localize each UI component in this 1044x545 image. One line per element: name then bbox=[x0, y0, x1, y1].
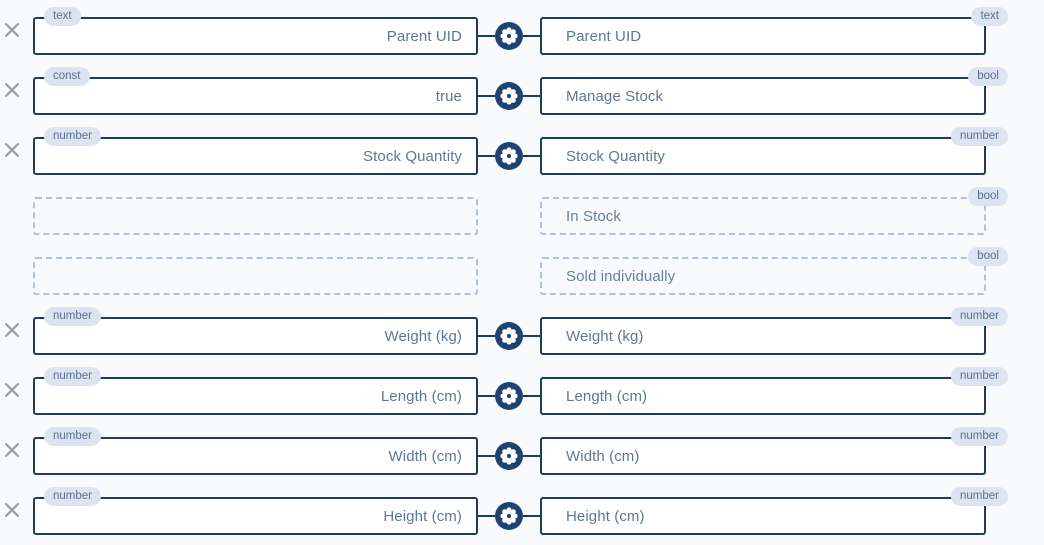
source-field-label: Weight (kg) bbox=[384, 327, 462, 345]
target-type-badge: bool bbox=[968, 247, 1008, 266]
source-type-badge: const bbox=[44, 67, 90, 86]
target-type-badge: number bbox=[951, 307, 1008, 326]
mapping-row: Sold individually bool bbox=[0, 240, 1044, 300]
target-field-box: In Stock bbox=[540, 197, 986, 235]
connector-line-right bbox=[523, 95, 540, 97]
source-field-box[interactable]: Stock Quantity bbox=[33, 137, 478, 175]
source-field-box[interactable]: Weight (kg) bbox=[33, 317, 478, 355]
target-field-label: Parent UID bbox=[566, 27, 642, 45]
target-field-label: In Stock bbox=[566, 207, 621, 225]
source-type-badge: number bbox=[44, 487, 101, 506]
target-field-box[interactable]: Length (cm) bbox=[540, 377, 986, 415]
close-icon[interactable] bbox=[0, 138, 24, 162]
source-type-badge: number bbox=[44, 367, 101, 386]
source-field-box[interactable]: Parent UID bbox=[33, 17, 478, 55]
mapping-row: In Stock bool bbox=[0, 180, 1044, 240]
connector-line-left bbox=[478, 455, 495, 457]
target-type-badge: bool bbox=[968, 187, 1008, 206]
source-type-badge: number bbox=[44, 127, 101, 146]
gear-icon[interactable] bbox=[495, 502, 523, 530]
source-field-label: true bbox=[435, 87, 462, 105]
gear-icon[interactable] bbox=[495, 22, 523, 50]
source-field-label: Stock Quantity bbox=[363, 147, 462, 165]
close-icon[interactable] bbox=[0, 318, 24, 342]
target-field-label: Sold individually bbox=[566, 267, 676, 285]
connector-line-left bbox=[478, 155, 495, 157]
source-field-label: Height (cm) bbox=[383, 507, 462, 525]
mapping-connector bbox=[478, 497, 540, 535]
connector-line-left bbox=[478, 35, 495, 37]
source-field-label: Length (cm) bbox=[380, 387, 462, 405]
gear-icon[interactable] bbox=[495, 82, 523, 110]
target-field-box[interactable]: Width (cm) bbox=[540, 437, 986, 475]
source-field-label: Parent UID bbox=[386, 27, 462, 45]
target-type-badge: number bbox=[951, 367, 1008, 386]
target-field-box[interactable]: Parent UID bbox=[540, 17, 986, 55]
source-type-badge: number bbox=[44, 427, 101, 446]
mapping-connector bbox=[478, 77, 540, 115]
target-type-badge: number bbox=[951, 127, 1008, 146]
target-field-box[interactable]: Weight (kg) bbox=[540, 317, 986, 355]
gear-icon[interactable] bbox=[495, 322, 523, 350]
target-field-label: Width (cm) bbox=[566, 447, 640, 465]
mapping-connector bbox=[478, 17, 540, 55]
gear-icon[interactable] bbox=[495, 142, 523, 170]
source-field-box bbox=[33, 197, 478, 235]
source-field-box[interactable]: Width (cm) bbox=[33, 437, 478, 475]
mapping-connector bbox=[478, 317, 540, 355]
close-icon[interactable] bbox=[0, 18, 24, 42]
target-field-label: Height (cm) bbox=[566, 507, 645, 525]
target-field-box[interactable]: Height (cm) bbox=[540, 497, 986, 535]
target-field-label: Stock Quantity bbox=[566, 147, 665, 165]
target-type-badge: bool bbox=[968, 67, 1008, 86]
source-type-badge: text bbox=[44, 7, 81, 26]
mapping-connector bbox=[478, 437, 540, 475]
connector-line-right bbox=[523, 155, 540, 157]
source-field-label: Width (cm) bbox=[388, 447, 462, 465]
target-type-badge: number bbox=[951, 487, 1008, 506]
close-icon[interactable] bbox=[0, 378, 24, 402]
target-type-badge: text bbox=[971, 7, 1008, 26]
target-field-box[interactable]: Manage Stock bbox=[540, 77, 986, 115]
gear-icon[interactable] bbox=[495, 382, 523, 410]
close-icon[interactable] bbox=[0, 438, 24, 462]
mapping-connector bbox=[478, 137, 540, 175]
connector-line-right bbox=[523, 455, 540, 457]
close-icon[interactable] bbox=[0, 498, 24, 522]
connector-line-right bbox=[523, 515, 540, 517]
target-field-box: Sold individually bbox=[540, 257, 986, 295]
close-icon[interactable] bbox=[0, 78, 24, 102]
target-type-badge: number bbox=[951, 427, 1008, 446]
connector-line-left bbox=[478, 515, 495, 517]
connector-line-right bbox=[523, 35, 540, 37]
source-type-badge: number bbox=[44, 307, 101, 326]
connector-line-left bbox=[478, 395, 495, 397]
source-field-box bbox=[33, 257, 478, 295]
source-field-box[interactable]: true bbox=[33, 77, 478, 115]
connector-line-right bbox=[523, 335, 540, 337]
connector-line-left bbox=[478, 95, 495, 97]
source-field-box[interactable]: Length (cm) bbox=[33, 377, 478, 415]
mapping-connector bbox=[478, 377, 540, 415]
target-field-box[interactable]: Stock Quantity bbox=[540, 137, 986, 175]
connector-line-right bbox=[523, 395, 540, 397]
target-field-label: Weight (kg) bbox=[566, 327, 644, 345]
source-field-box[interactable]: Height (cm) bbox=[33, 497, 478, 535]
target-field-label: Manage Stock bbox=[566, 87, 664, 105]
target-field-label: Length (cm) bbox=[566, 387, 648, 405]
gear-icon[interactable] bbox=[495, 442, 523, 470]
connector-line-left bbox=[478, 335, 495, 337]
